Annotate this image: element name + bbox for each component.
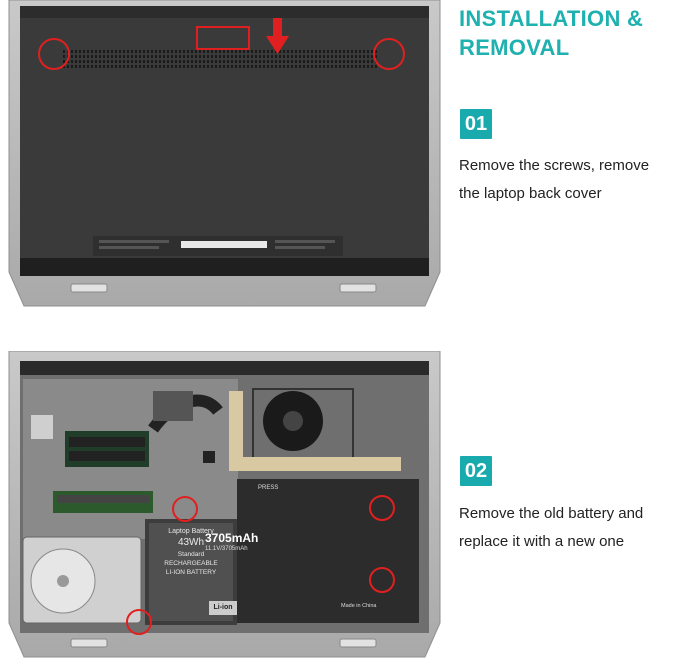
laptop-internals-illustration — [8, 350, 441, 658]
screw-marker-left — [38, 38, 70, 70]
battery-label-chem: LI-ION BATTERY — [165, 569, 217, 576]
battery-li-ion-badge: Li-ion — [209, 601, 237, 615]
battery-label-wh: 43Wh — [177, 537, 205, 548]
title-line-2: REMOVAL — [459, 35, 570, 60]
step-1-line-2: the laptop back cover — [459, 185, 602, 202]
battery-label-type: Standard — [177, 551, 205, 558]
battery-origin: Made in China — [341, 603, 377, 609]
step-1-line-1: Remove the screws, remove — [459, 157, 650, 174]
latch-marker — [196, 26, 250, 50]
step-2-badge: 02 — [460, 456, 492, 486]
battery-screw-marker-4 — [126, 609, 152, 635]
step-1-badge: 01 — [460, 109, 492, 139]
step-2-line-2: replace it with a new one — [459, 533, 625, 550]
battery-label-title: Laptop Battery — [168, 528, 214, 535]
battery-screw-marker-1 — [172, 496, 198, 522]
laptop-back-illustration — [8, 0, 441, 307]
screw-marker-right — [373, 38, 405, 70]
battery-spec: 11.1V/3705mAh — [205, 546, 248, 552]
page-title: INSTALLATION & REMOVAL — [459, 4, 674, 62]
step-2-line-1: Remove the old battery and — [459, 505, 644, 522]
step-2-text: Remove the old battery and replace it wi… — [459, 500, 679, 556]
step-1-text: Remove the screws, remove the laptop bac… — [459, 152, 679, 208]
laptop-back-cover-photo — [3, 0, 446, 308]
title-line-1: INSTALLATION & — [459, 6, 644, 31]
battery-screw-marker-2 — [369, 495, 395, 521]
battery-screw-marker-3 — [369, 567, 395, 593]
battery-capacity: 3705mAh — [205, 531, 259, 545]
laptop-internals-photo: Laptop Battery 43Wh Standard RECHARGEABL… — [3, 350, 446, 659]
battery-label-kind: RECHARGEABLE — [164, 560, 218, 567]
battery-press-label: PRESS — [258, 485, 279, 491]
